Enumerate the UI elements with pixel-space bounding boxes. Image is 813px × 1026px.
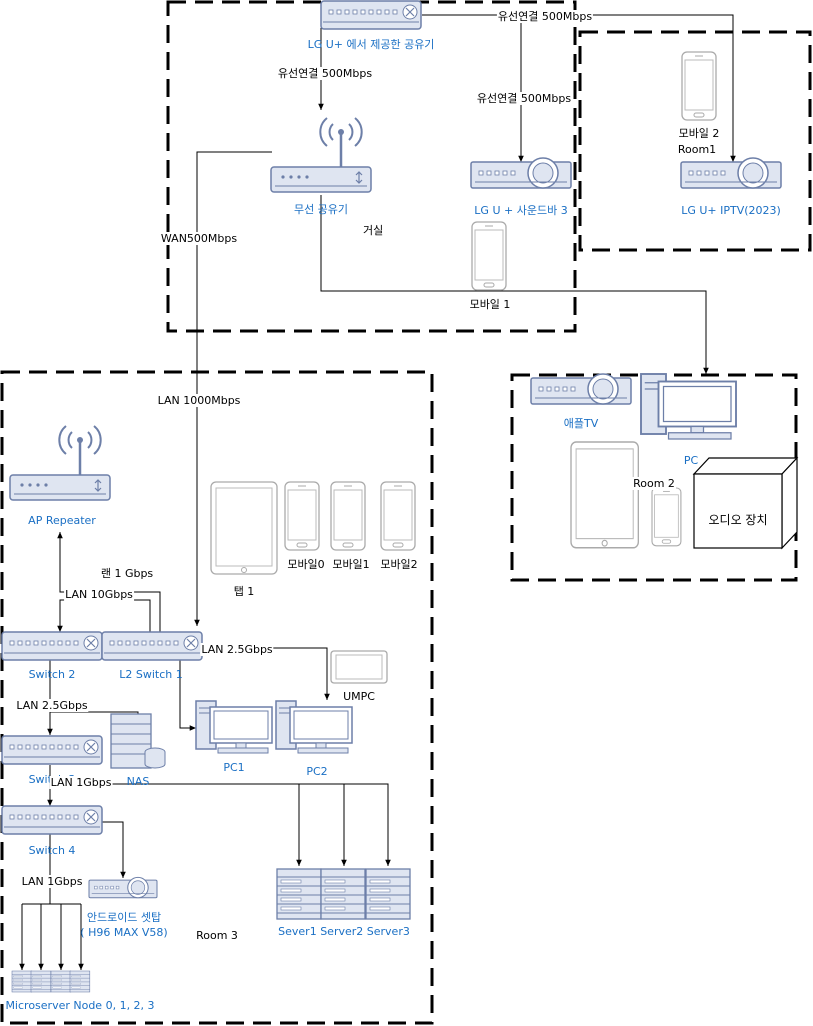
audio-device-icon [692,456,799,550]
switch2-icon [1,631,103,661]
mobile0-icon [284,481,320,551]
link-label-lan1g-kr: 랜 1 Gbps [99,567,155,580]
link-l2-switch2 [57,599,151,632]
microserver-nodes-icon [11,970,91,993]
mobile2b-icon [380,481,416,551]
room1-label: Room1 [677,143,717,156]
room1-border [578,30,812,252]
living-room-label: 거실 [363,224,384,237]
umpc-icon [330,650,388,684]
room2-label: Room 2 [632,477,676,490]
soundbar-label: LG U + 사운드바 3 [474,204,568,217]
soundbar-icon [470,157,572,189]
link-label-lan25-a: LAN 2.5Gbps [200,643,274,656]
switch4-icon [1,805,103,835]
pc2-label: PC2 [306,765,328,778]
mobile1-label: 모바일 1 [469,298,511,311]
link-sw3-server3 [344,783,391,866]
mobile2-icon [681,51,717,121]
pc1-icon [195,700,273,754]
l2-switch1-label: L2 Switch 1 [119,668,183,681]
l2-switch1-icon [101,631,203,661]
lg-router-label: LG U+ 에서 제공한 공유기 [307,38,435,51]
pc2-icon [275,700,353,754]
server2-icon [320,868,366,920]
room3-border [0,370,434,1025]
link-label-wired-b: 유선연결 500Mbps [496,10,594,23]
phone-room2-icon [651,487,682,547]
room3-label: Room 3 [196,929,238,942]
lg-router-icon [320,0,422,30]
mobile1b-label: 모바일1 [332,558,370,571]
link-label-lan1000: LAN 1000Mbps [156,394,242,407]
nas-label: NAS [126,775,150,788]
link-wireless-pc [320,195,709,374]
switch3-icon [1,735,103,765]
switch4-label: Switch 4 [28,844,76,857]
iptv-label: LG U+ IPTV(2023) [681,204,781,217]
audio-label: 오디오 장치 [708,513,768,527]
switch2-label: Switch 2 [28,668,76,681]
link-label-wired-c: 유선연결 500Mbps [475,92,573,105]
link-sw3-server2 [299,783,347,866]
tablet-room2-icon [570,441,640,549]
mobile1b-icon [330,481,366,551]
wireless-router-label: 무선 공유기 [293,203,349,216]
link-label-lan25-b: LAN 2.5Gbps [15,699,89,712]
room1-mobile-label: 모바일 2 [678,127,720,140]
link-label-wired-a: 유선연결 500Mbps [276,67,374,80]
link-label-lan10g: LAN 10Gbps [64,588,134,601]
tab1-label: 탭 1 [233,585,255,598]
settop-label-1: 안드로이드 셋탑 [86,911,162,924]
microservers-label: Microserver Node 0, 1, 2, 3 [5,999,155,1012]
iptv-icon [680,157,782,189]
nas-icon [110,713,166,769]
link-l2-pc1 [179,655,196,731]
link-label-lan1g-a: LAN 1Gbps [49,776,113,789]
mobile2b-label: 모바일2 [380,558,418,571]
apple-tv-label: 애플TV [563,417,599,430]
link-label-wan: WAN500Mbps [159,232,239,245]
apple-tv-icon [530,373,632,405]
server3-icon [365,868,411,920]
wireless-router-icon [269,116,373,194]
link-label-lan1g-b: LAN 1Gbps [20,875,84,888]
mobile1-icon [471,221,507,291]
pc1-label: PC1 [223,761,245,774]
mobile0-label: 모바일0 [287,558,325,571]
link-wan [194,151,272,626]
tab1-icon [210,481,278,575]
pc-room2-label: PC [683,454,699,467]
ap-repeater-label: AP Repeater [28,514,96,527]
settop-label-2: ( H96 MAX V58) [80,926,168,939]
ap-repeater-icon [8,424,112,502]
link-l2-ap [57,532,161,632]
settop-icon [88,876,158,899]
server1-icon [276,868,322,920]
umpc-label: UMPC [343,690,375,703]
pc-room2-icon [640,373,737,440]
servers-label: Sever1 Server2 Server3 [278,925,410,938]
